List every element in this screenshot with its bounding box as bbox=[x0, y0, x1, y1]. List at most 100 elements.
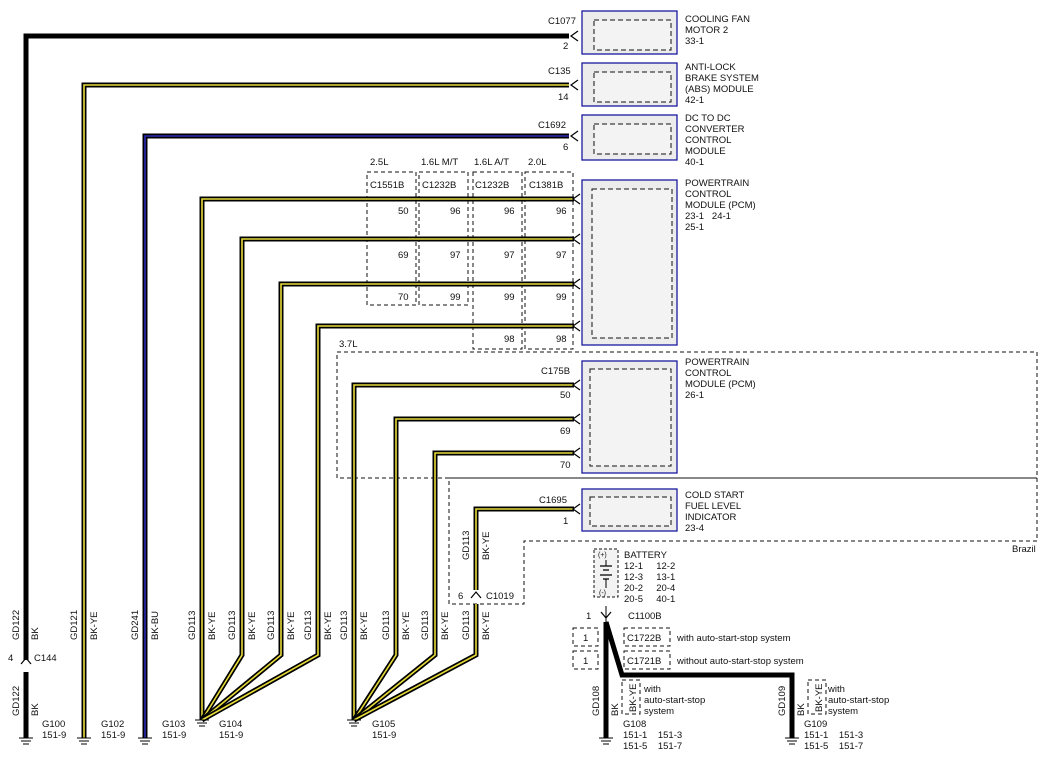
pcm2-pin-2: 69 bbox=[560, 426, 571, 437]
g109-with-3: system bbox=[828, 706, 858, 717]
wire-gd241 bbox=[142, 133, 569, 738]
pcm2-pin-3: 70 bbox=[560, 460, 571, 471]
c1100b-pin: 1 bbox=[586, 611, 591, 622]
dc-dc-converter-module bbox=[581, 114, 678, 161]
g102-ref: 151-9 bbox=[101, 730, 125, 741]
c1019-pin: 6 bbox=[458, 591, 463, 602]
g109-ref-2: 151-5 151-7 bbox=[804, 741, 863, 752]
c1721b-label: C1721B bbox=[627, 656, 661, 667]
variant-16at-conn: C1232B bbox=[475, 180, 509, 191]
svg-text:BK-YE: BK-YE bbox=[89, 611, 100, 640]
svg-text:GD241: GD241 bbox=[130, 610, 141, 640]
g105-ref: 151-9 bbox=[372, 730, 396, 741]
g104-ref: 151-9 bbox=[219, 730, 243, 741]
g108-with-1: with bbox=[643, 684, 661, 695]
variant-20l-pin-1: 96 bbox=[556, 206, 567, 217]
battery-symbol bbox=[593, 548, 619, 598]
c1722b-note: with auto-start-stop system bbox=[676, 633, 791, 644]
battery-minus: (-) bbox=[599, 590, 606, 597]
c1721b-note: without auto-start-stop system bbox=[676, 656, 804, 667]
cold-label-2: FUEL LEVEL bbox=[685, 501, 741, 512]
c1019-label: C1019 bbox=[486, 591, 514, 602]
wire-gd122 bbox=[23, 33, 569, 660]
g100-name: G100 bbox=[42, 719, 65, 730]
connector-arrows bbox=[20, 30, 612, 665]
svg-text:GD113: GD113 bbox=[339, 611, 350, 640]
g102-name: G102 bbox=[101, 719, 124, 730]
g109-name: G109 bbox=[804, 719, 827, 730]
variant-brazil-label: Brazil bbox=[1012, 544, 1036, 555]
variant-25l-engine: 2.5L bbox=[370, 157, 389, 168]
abs-label-2: BRAKE SYSTEM bbox=[685, 73, 759, 84]
pcm2-label-3: MODULE (PCM) bbox=[685, 379, 756, 390]
variant-regions bbox=[336, 171, 1038, 605]
abs-pin: 14 bbox=[558, 92, 569, 103]
svg-text:BK-YE: BK-YE bbox=[323, 611, 334, 640]
cfm-connector: C1077 bbox=[548, 16, 576, 27]
cfm-pin: 2 bbox=[563, 41, 568, 52]
battery-ref-4: 20-5 40-1 bbox=[624, 594, 675, 605]
c1100b-label: C1100B bbox=[628, 611, 662, 622]
variant-box-16l-at bbox=[472, 171, 523, 350]
battery-ref-2: 12-3 13-1 bbox=[624, 572, 675, 583]
svg-text:BK-YE: BK-YE bbox=[481, 531, 492, 560]
pcm2-label-2: CONTROL bbox=[685, 368, 731, 379]
pcm2-connector: C175B bbox=[541, 366, 570, 377]
variant-16at-pin-4: 98 bbox=[504, 334, 515, 345]
cold-label-4: 23-4 bbox=[685, 523, 704, 534]
variant-37l-engine: 3.7L bbox=[339, 339, 358, 350]
g108-name: G108 bbox=[623, 719, 646, 730]
cooling-fan-motor bbox=[581, 10, 678, 55]
svg-text:BK-YE: BK-YE bbox=[286, 611, 297, 640]
svg-text:BK-YE: BK-YE bbox=[440, 611, 451, 640]
variant-16mt-engine: 1.6L M/T bbox=[421, 157, 458, 168]
cold-start-indicator bbox=[581, 488, 678, 532]
svg-text:GD113: GD113 bbox=[461, 611, 472, 640]
svg-text:GD113: GD113 bbox=[461, 531, 472, 560]
pcm-module-a bbox=[581, 179, 678, 346]
battery-plus: (+) bbox=[598, 552, 607, 559]
c1722b-label: C1722B bbox=[627, 633, 661, 644]
g104-name: G104 bbox=[219, 719, 242, 730]
ground-symbols bbox=[19, 719, 799, 745]
wires-g103-g104 bbox=[199, 196, 574, 723]
variant-20l-engine: 2.0L bbox=[528, 157, 547, 168]
svg-text:BK-BU: BK-BU bbox=[150, 611, 161, 640]
g109-with-1: with bbox=[827, 684, 845, 695]
variant-25l-pin-1: 50 bbox=[398, 206, 409, 217]
g103-ref: 151-9 bbox=[162, 730, 186, 741]
abs-label-3: (ABS) MODULE bbox=[685, 84, 754, 95]
svg-text:GD113: GD113 bbox=[303, 611, 314, 640]
variant-16at-pin-2: 97 bbox=[504, 250, 515, 261]
g109-ref-1: 151-1 151-3 bbox=[804, 730, 863, 741]
svg-text:GD122: GD122 bbox=[11, 610, 22, 640]
variant-25l-pin-2: 69 bbox=[398, 250, 409, 261]
svg-text:BK: BK bbox=[30, 703, 41, 716]
pcm1-label-5: 25-1 bbox=[685, 222, 704, 233]
svg-text:GD113: GD113 bbox=[187, 611, 198, 640]
svg-text:GD113: GD113 bbox=[381, 611, 392, 640]
battery-title: BATTERY bbox=[624, 550, 668, 561]
dcdc-connector: C1692 bbox=[538, 120, 566, 131]
dcdc-pin: 6 bbox=[563, 142, 568, 153]
cold-connector: C1695 bbox=[539, 495, 567, 506]
dcdc-label-4: MODULE bbox=[685, 146, 726, 157]
variant-20l-pin-2: 97 bbox=[556, 250, 567, 261]
abs-label-4: 42-1 bbox=[685, 95, 704, 106]
variant-20l-conn: C1381B bbox=[529, 180, 563, 191]
variant-16at-engine: 1.6L A/T bbox=[474, 157, 509, 168]
svg-text:BK: BK bbox=[796, 703, 807, 716]
variant-box-20l bbox=[524, 171, 574, 350]
svg-text:GD113: GD113 bbox=[266, 611, 277, 640]
pcm2-label-1: POWERTRAIN bbox=[685, 357, 749, 368]
g108-ref-2: 151-5 151-7 bbox=[623, 741, 682, 752]
c1721b-pin: 1 bbox=[583, 656, 588, 667]
variant-25l-pin-3: 70 bbox=[398, 292, 409, 303]
wire-labels-vertical: GD122 BK GD122 BK GD121 BK-YE GD241 BK-B… bbox=[11, 531, 825, 716]
abs-module bbox=[581, 62, 678, 107]
dcdc-label-5: 40-1 bbox=[685, 157, 704, 168]
battery-ref-3: 20-2 20-4 bbox=[624, 583, 675, 594]
variant-20l-pin-4: 98 bbox=[556, 334, 567, 345]
g100-ref: 151-9 bbox=[42, 730, 66, 741]
c144-pin: 4 bbox=[8, 653, 13, 664]
